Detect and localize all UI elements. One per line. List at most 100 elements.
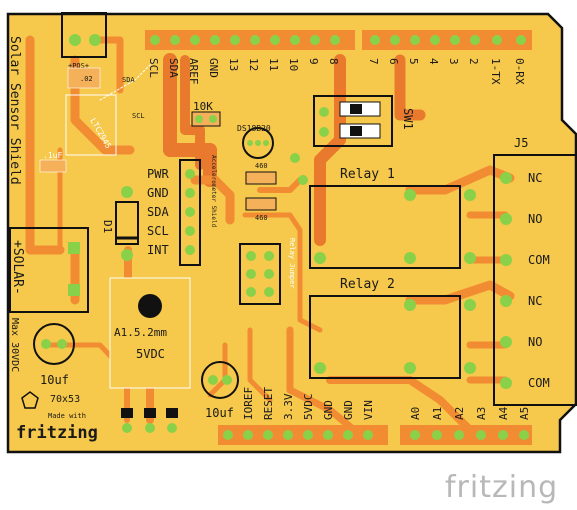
bottom-analog-label: A5 [518,407,531,420]
reg-pin-2 [144,408,156,418]
top-header-label: 2 [467,58,480,65]
sda-small-label: SDA [122,76,135,84]
relay-1 [309,185,461,269]
accel-pin-label: INT [147,243,169,257]
r460a-label: 460 [255,162,268,170]
ds18b20-label: DS18B20 [237,124,271,133]
bottom-header-pin [343,430,353,440]
accel-pin [185,169,195,179]
bottom-analog-pin [519,430,529,440]
top-header-pin [310,35,320,45]
relay-2 [309,295,461,379]
top-header-pin [492,35,502,45]
accel-pin [185,207,195,217]
top-header-pin [516,35,526,45]
cap-01uf [39,159,67,173]
top-header-label: 13 [227,58,240,71]
top-header-label: 9 [307,58,320,65]
bottom-analog-label: A2 [453,407,466,420]
bottom-header-pin [263,430,273,440]
cap-right-pad-2 [222,375,232,385]
pos-label: +POS+ [68,62,89,70]
top-header-label: 8 [327,58,340,65]
jumper-pin [264,251,274,261]
cap-01uf-label: .1uF [43,151,62,160]
bottom-analog-pin [410,430,420,440]
top-header-label: AREF [187,58,200,85]
bottom-analog-pin [498,430,508,440]
relay-1-label: Relay 1 [340,167,395,182]
jumper-pin [246,269,256,279]
top-header-pin [270,35,280,45]
top-header-label: SCL [147,58,160,78]
reg-pad-3 [167,423,177,433]
pos-pad-2 [89,34,101,46]
accel-pin [185,226,195,236]
top-header-pin [170,35,180,45]
top-header-pin [390,35,400,45]
j5-pin [500,172,512,184]
top-header-pin [150,35,160,45]
bottom-power-label: 3.3V [282,393,295,420]
sense-value: .02 [80,75,93,83]
top-header-label: 4 [427,58,440,65]
res-460a [245,171,277,185]
cap-left-pad-1 [41,339,51,349]
j5-pin-label: NC [528,171,542,185]
accel-pin-label: SDA [147,205,169,219]
solar-pad-2 [68,284,80,296]
fritzing-watermark: fritzing [445,470,559,505]
top-header-label: 10 [287,58,300,71]
cap-10uf-right-label: 10uf [205,406,234,420]
j5-pin [500,377,512,389]
j5-pin-label: NC [528,294,542,308]
top-header-label: SDA [167,58,180,78]
relay-jumper-pins [246,251,274,297]
top-header-pin [330,35,340,45]
bottom-power-label: IOREF [242,387,255,420]
d1-pad-1 [121,186,133,198]
j5-label: J5 [514,136,528,150]
bottom-power-label: GND [322,400,335,420]
j5-pin [500,336,512,348]
top-header-pin [190,35,200,45]
res-10k-label: 10K [193,100,213,113]
top-header-pin [450,35,460,45]
bottom-power-label: RESET [262,387,275,420]
bottom-power-label: 5VDC [302,394,315,421]
solar-connector [9,227,89,313]
relay-2-label: Relay 2 [340,277,395,292]
jumper-pin [246,287,256,297]
diode-d1 [115,201,139,245]
ltc-ic-outline [65,94,117,156]
bottom-header-pin [323,430,333,440]
top-header-pin [290,35,300,45]
j5-pin [500,254,512,266]
bottom-header-pin [243,430,253,440]
fritzing-board-logo: 70x53 Made with fritzing [16,391,98,443]
j5-terminal [493,154,577,406]
relay-jumper-label: Relay Jumper [288,238,296,289]
cap-left-pad-2 [57,339,67,349]
cap-10uf-left [33,323,75,365]
jumper-pin [246,251,256,261]
d1-pad-2 [121,249,133,261]
reg-pin-1 [121,408,133,418]
bottom-header-pin [303,430,313,440]
cap-10uf-left-label: 10uf [40,373,69,387]
accel-pin-label: PWR [147,167,169,181]
top-header-label: 5 [407,58,420,65]
top-header-pin [250,35,260,45]
ds18b20 [242,127,274,159]
bottom-header-pin [363,430,373,440]
j5-pin-label: COM [528,376,550,390]
board-title: Solar Sensor Shield [7,36,22,185]
cap-right-pad-1 [208,375,218,385]
jumper-pin [264,287,274,297]
j5-pin-label: COM [528,253,550,267]
reg-pad-2 [145,423,155,433]
scl-small-label: SCL [132,112,145,120]
board-size: 70x53 [50,394,80,405]
